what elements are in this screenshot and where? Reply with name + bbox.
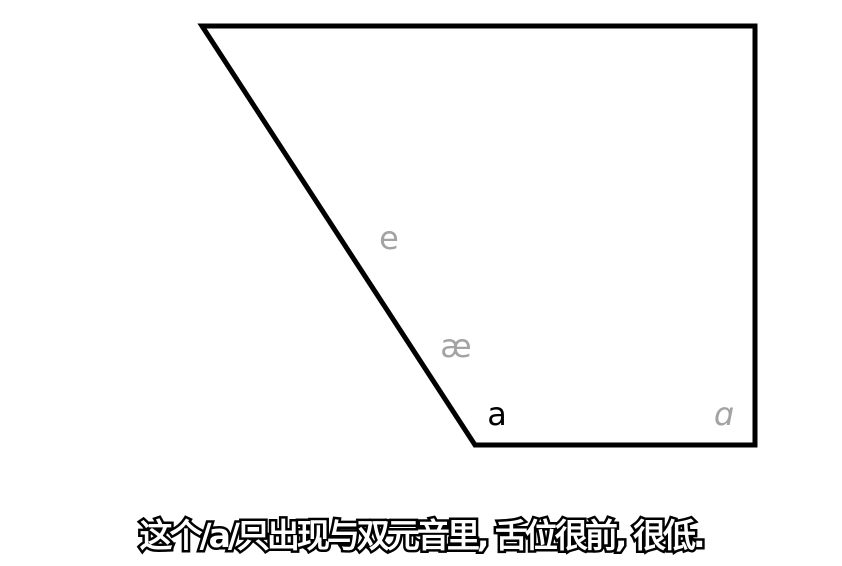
vowel-e: e bbox=[379, 219, 399, 257]
vowel-a-highlighted: a bbox=[487, 395, 507, 433]
vowel-trapezoid bbox=[197, 23, 758, 448]
vowel-open-back-a: ɑ bbox=[714, 395, 734, 433]
vowel-ae: æ bbox=[440, 327, 471, 365]
subtitle-caption: 这个/a/只出现与双元音里, 舌位很前, 很低. bbox=[137, 514, 708, 558]
